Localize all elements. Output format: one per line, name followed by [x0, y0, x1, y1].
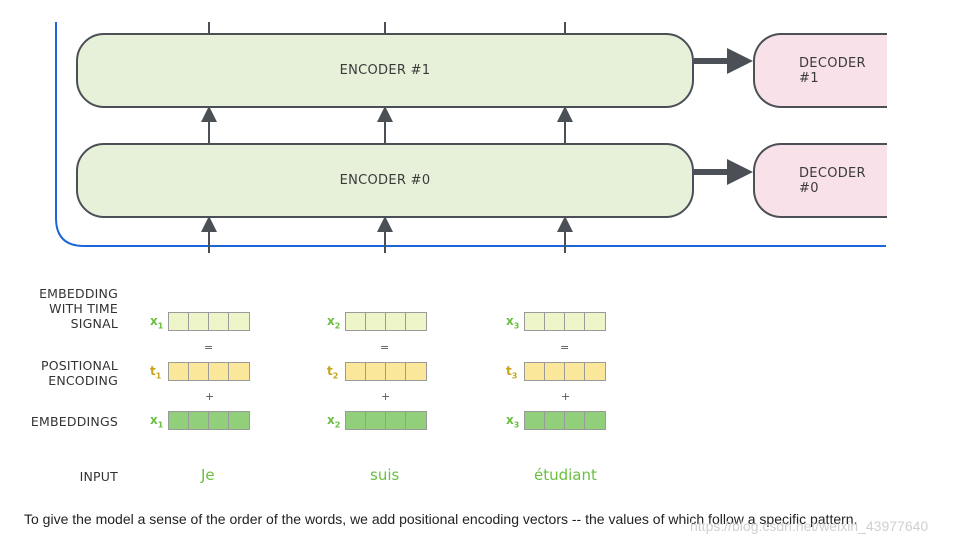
col3-equals: =	[560, 341, 570, 354]
col1-time-signal-label: x1	[150, 314, 164, 331]
to-decoder-arrowhead-0	[727, 159, 753, 185]
row-label-positional-encoding: POSITIONAL ENCODING	[40, 358, 118, 388]
col3-embedding-label: x3	[506, 413, 520, 430]
col2-positional-vector	[345, 362, 427, 381]
col3-positional-label: t3	[506, 364, 518, 381]
col2-equals: =	[380, 341, 390, 354]
encoder-0-label: ENCODER #0	[339, 173, 431, 188]
row-label-embedding-with-time-signal: EMBEDDING WITH TIME SIGNAL	[39, 286, 118, 331]
col2-positional-label: t2	[327, 364, 339, 381]
col3-plus: +	[561, 390, 571, 403]
decoder-1-label: DECODER #1	[799, 55, 866, 86]
col1-positional-label: t1	[150, 364, 162, 381]
col1-embedding-vector	[168, 411, 250, 430]
col1-positional-vector	[168, 362, 250, 381]
encoder-0-box: ENCODER #0	[76, 143, 694, 218]
decoder-0-label: DECODER #0	[799, 165, 866, 196]
col1-input-word: Je	[201, 466, 215, 484]
to-decoder-arrowhead-1	[727, 48, 753, 74]
col3-embedding-vector	[524, 411, 606, 430]
col3-input-word: étudiant	[534, 466, 597, 484]
decoder-1-box: DECODER #1	[753, 33, 887, 108]
decoder-0-box: DECODER #0	[753, 143, 887, 218]
col1-plus: +	[205, 390, 215, 403]
col3-time-signal-label: x3	[506, 314, 520, 331]
col1-time-signal-vector	[168, 312, 250, 331]
encoder-1-box: ENCODER #1	[76, 33, 694, 108]
col3-positional-vector	[524, 362, 606, 381]
col2-input-word: suis	[370, 466, 400, 484]
col2-embedding-label: x2	[327, 413, 341, 430]
watermark: https://blog.csdn.net/weixin_43977640	[690, 518, 929, 534]
encoder-1-label: ENCODER #1	[339, 63, 431, 78]
col3-time-signal-vector	[524, 312, 606, 331]
col2-time-signal-vector	[345, 312, 427, 331]
col1-equals: =	[204, 341, 214, 354]
figure-caption: To give the model a sense of the order o…	[24, 511, 858, 527]
col1-embedding-label: x1	[150, 413, 164, 430]
row-label-embeddings: EMBEDDINGS	[30, 414, 118, 429]
stack-bracket	[55, 22, 886, 247]
row-label-input: INPUT	[79, 469, 118, 484]
col2-plus: +	[381, 390, 391, 403]
col2-embedding-vector	[345, 411, 427, 430]
col2-time-signal-label: x2	[327, 314, 341, 331]
